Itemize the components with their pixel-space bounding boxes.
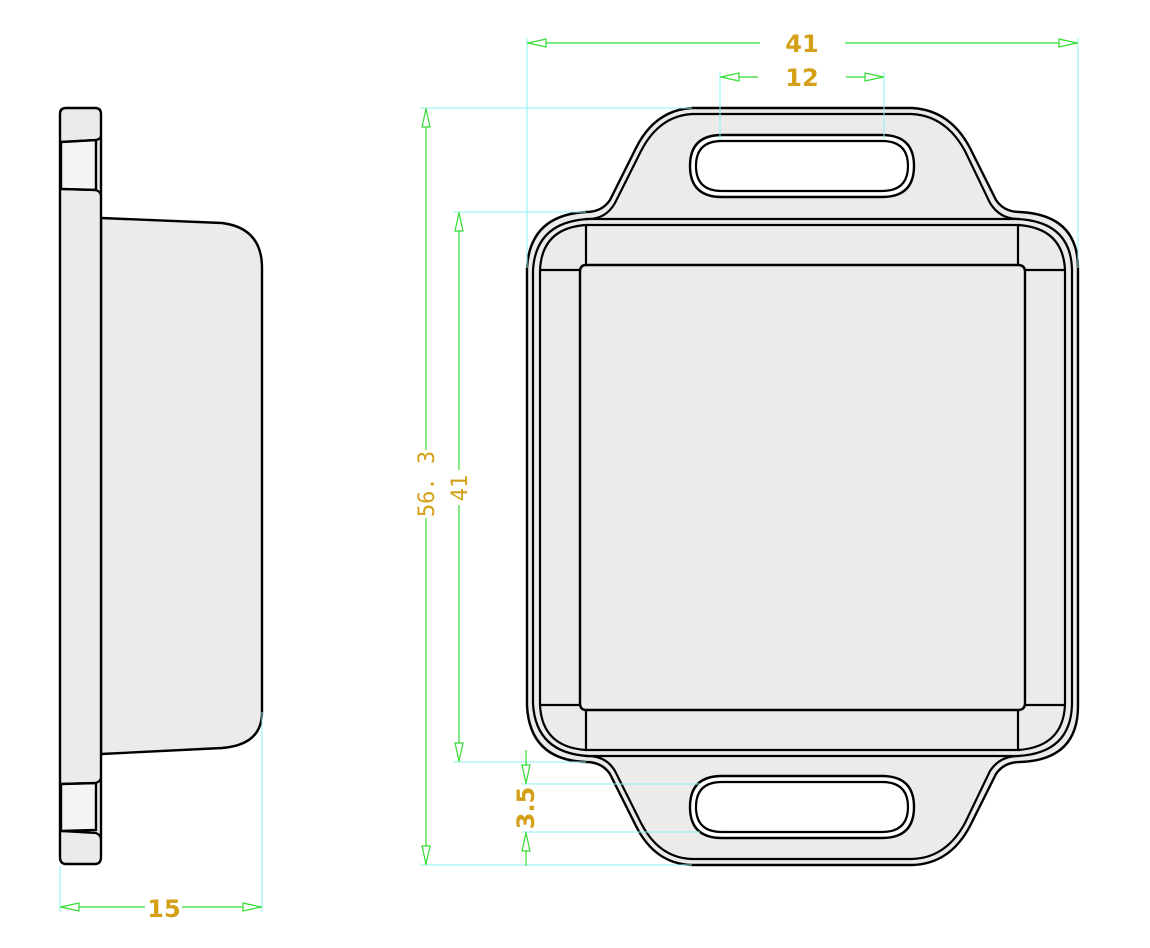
- bottom-mounting-slot: [688, 774, 916, 840]
- overall-width-label: 41: [785, 30, 818, 58]
- overall-height-label: 56. 3: [415, 451, 440, 517]
- side-tab-top-segment: [59, 138, 98, 192]
- front-view: [525, 106, 1080, 867]
- body-height-dimension: [454, 211, 586, 763]
- slot-spacing-dimension: [719, 72, 885, 140]
- depth-dimension: [59, 712, 263, 912]
- side-view: [58, 106, 264, 866]
- top-mounting-slot: [688, 133, 916, 199]
- overall-width-dimension: [526, 38, 1079, 268]
- overall-height-dimension: [420, 107, 692, 866]
- side-tab-bottom-segment: [59, 781, 98, 833]
- tab-offset-dimension: [521, 750, 700, 866]
- body-height-label: 41: [448, 475, 473, 502]
- tab-offset-label: 3.5: [512, 787, 540, 830]
- depth-label: 15: [147, 895, 180, 923]
- side-body: [99, 216, 264, 756]
- front-inner-panel: [578, 263, 1027, 712]
- side-flange: [58, 106, 103, 866]
- slot-spacing-label: 12: [785, 64, 818, 92]
